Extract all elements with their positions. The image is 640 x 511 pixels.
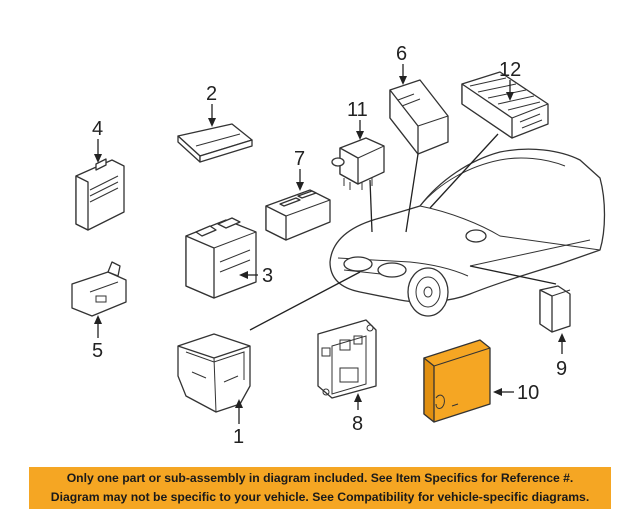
disclaimer-banner: Only one part or sub-assembly in diagram… xyxy=(29,467,611,509)
leader-11-to-car xyxy=(369,179,373,233)
part-11-relay xyxy=(331,137,385,190)
callout-9: 9 xyxy=(556,358,567,380)
callout-8: 8 xyxy=(352,413,363,435)
leader-6-to-car xyxy=(405,153,419,233)
callout-5: 5 xyxy=(92,340,103,362)
disclaimer-line-1: Only one part or sub-assembly in diagram… xyxy=(66,471,574,485)
leader-12-to-car xyxy=(429,133,499,209)
callout-11: 11 xyxy=(347,99,368,121)
part-9-module xyxy=(539,285,571,333)
callout-12: 12 xyxy=(499,59,521,81)
callout-1: 1 xyxy=(233,426,244,448)
callout-2: 2 xyxy=(206,83,217,105)
callout-4: 4 xyxy=(92,118,103,140)
leader-1-to-car xyxy=(249,271,361,331)
part-10-control-module-highlighted xyxy=(423,339,491,423)
leader-9-to-car xyxy=(469,265,557,285)
disclaimer-line-2: Diagram may not be specific to your vehi… xyxy=(50,490,590,504)
part-7-module xyxy=(265,189,331,241)
callout-6: 6 xyxy=(396,43,407,65)
callout-3: 3 xyxy=(262,265,273,287)
part-6-module xyxy=(389,79,449,155)
callout-7: 7 xyxy=(294,148,305,170)
part-1-housing xyxy=(177,333,251,413)
vehicle-outline xyxy=(329,148,606,317)
part-4-control-unit xyxy=(75,158,125,231)
part-8-relay-board xyxy=(317,319,377,399)
callout-10: 10 xyxy=(517,382,539,404)
part-12-connector-block xyxy=(461,71,549,139)
part-5-module-bracket xyxy=(71,261,127,317)
part-3-fuse-box xyxy=(185,217,257,299)
part-2-module xyxy=(177,123,253,163)
